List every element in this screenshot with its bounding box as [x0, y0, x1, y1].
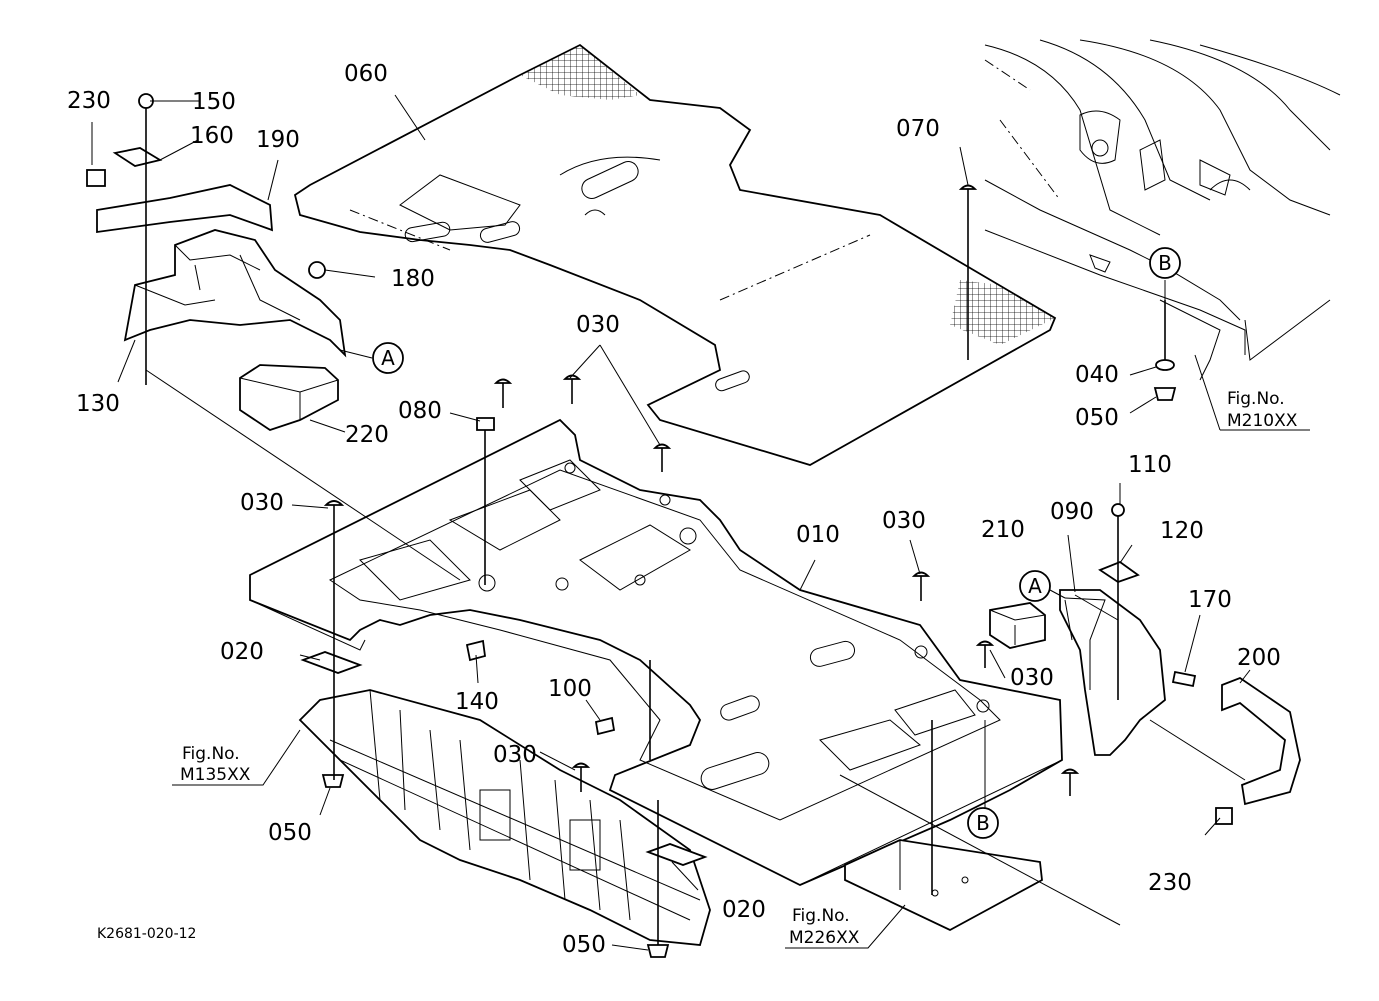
- callout-a-left: A: [372, 342, 404, 374]
- part-label-050-bottom: 050: [562, 932, 606, 958]
- svg-text:Fig.No.: Fig.No.: [792, 906, 850, 926]
- left-panel: [86, 93, 461, 581]
- part-label-020-left: 020: [220, 639, 264, 665]
- callout-b-bottom: B: [967, 807, 999, 839]
- callout-a-right: A: [1019, 570, 1051, 602]
- lower-frame: [298, 689, 711, 946]
- part-label-170: 170: [1188, 587, 1232, 613]
- svg-text:A: A: [381, 346, 395, 370]
- part-label-030-top: 030: [576, 312, 620, 338]
- part-label-030-mid: 030: [1010, 665, 1054, 691]
- fig-ref-m210: Fig.No. M210XX: [1227, 389, 1298, 431]
- part-label-050-top: 050: [1075, 405, 1119, 431]
- part-label-060: 060: [344, 61, 388, 87]
- leader-lines: [91, 94, 1310, 951]
- fig-ref-m226: Fig.No. M226XX: [789, 906, 860, 948]
- part-labels: 230 150 160 190 060 180 130 220 070 030 …: [67, 61, 1281, 958]
- svg-text:B: B: [976, 811, 990, 835]
- part-label-150: 150: [192, 89, 236, 115]
- part-label-070: 070: [896, 116, 940, 142]
- drawing-code: K2681-020-12: [97, 926, 196, 942]
- svg-text:Fig.No.: Fig.No.: [182, 744, 240, 764]
- hardware: [300, 184, 1177, 958]
- part-label-050-left: 050: [268, 820, 312, 846]
- part-label-230-top: 230: [67, 88, 111, 114]
- part-label-030-right: 030: [882, 508, 926, 534]
- part-label-110: 110: [1128, 452, 1172, 478]
- part-label-100: 100: [548, 676, 592, 702]
- part-label-120: 120: [1160, 518, 1204, 544]
- floor-plate: [249, 418, 1063, 886]
- part-label-130: 130: [76, 391, 120, 417]
- svg-text:A: A: [1028, 574, 1042, 598]
- part-label-010: 010: [796, 522, 840, 548]
- svg-text:Fig.No.: Fig.No.: [1227, 389, 1285, 409]
- svg-text:M210XX: M210XX: [1227, 411, 1298, 431]
- callout-b-top: B: [1149, 247, 1181, 279]
- part-label-080: 080: [398, 398, 442, 424]
- part-label-230-right: 230: [1148, 870, 1192, 896]
- part-label-040: 040: [1075, 362, 1119, 388]
- part-label-140: 140: [455, 689, 499, 715]
- part-label-090: 090: [1050, 499, 1094, 525]
- floor-mat: [293, 43, 1057, 466]
- svg-text:B: B: [1158, 251, 1172, 275]
- part-label-200: 200: [1237, 645, 1281, 671]
- right-panel: [989, 503, 1301, 825]
- part-label-030-bottom: 030: [493, 742, 537, 768]
- part-label-220: 220: [345, 422, 389, 448]
- part-label-180: 180: [391, 266, 435, 292]
- svg-text:M226XX: M226XX: [789, 928, 860, 948]
- part-label-190: 190: [256, 127, 300, 153]
- part-label-210: 210: [981, 517, 1025, 543]
- fig-ref-m135: Fig.No. M135XX: [180, 744, 251, 785]
- tractor-body: [984, 39, 1341, 381]
- svg-text:M135XX: M135XX: [180, 765, 251, 785]
- rear-bracket: [844, 839, 1043, 932]
- part-label-030-left: 030: [240, 490, 284, 516]
- part-label-020-bottom: 020: [722, 897, 766, 923]
- part-label-160: 160: [190, 123, 234, 149]
